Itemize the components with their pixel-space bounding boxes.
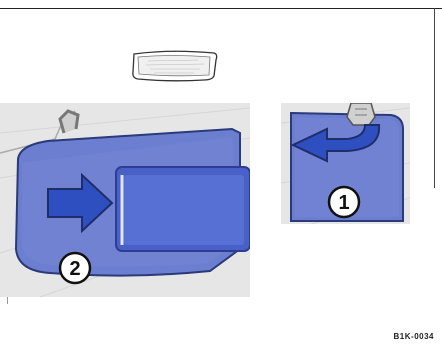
step-2-label: 2 [69, 258, 80, 280]
step-2-illustration: 2 [0, 103, 250, 297]
visor-overview [128, 48, 220, 84]
right-border-line [434, 8, 435, 188]
clip-icon [347, 103, 375, 125]
figure-reference-code: B1K-0034 [394, 332, 434, 341]
vanity-mirror-inner [124, 175, 244, 245]
top-border-line [0, 8, 442, 9]
step-1-label: 1 [338, 192, 349, 214]
step-1-illustration: 1 [281, 103, 410, 224]
